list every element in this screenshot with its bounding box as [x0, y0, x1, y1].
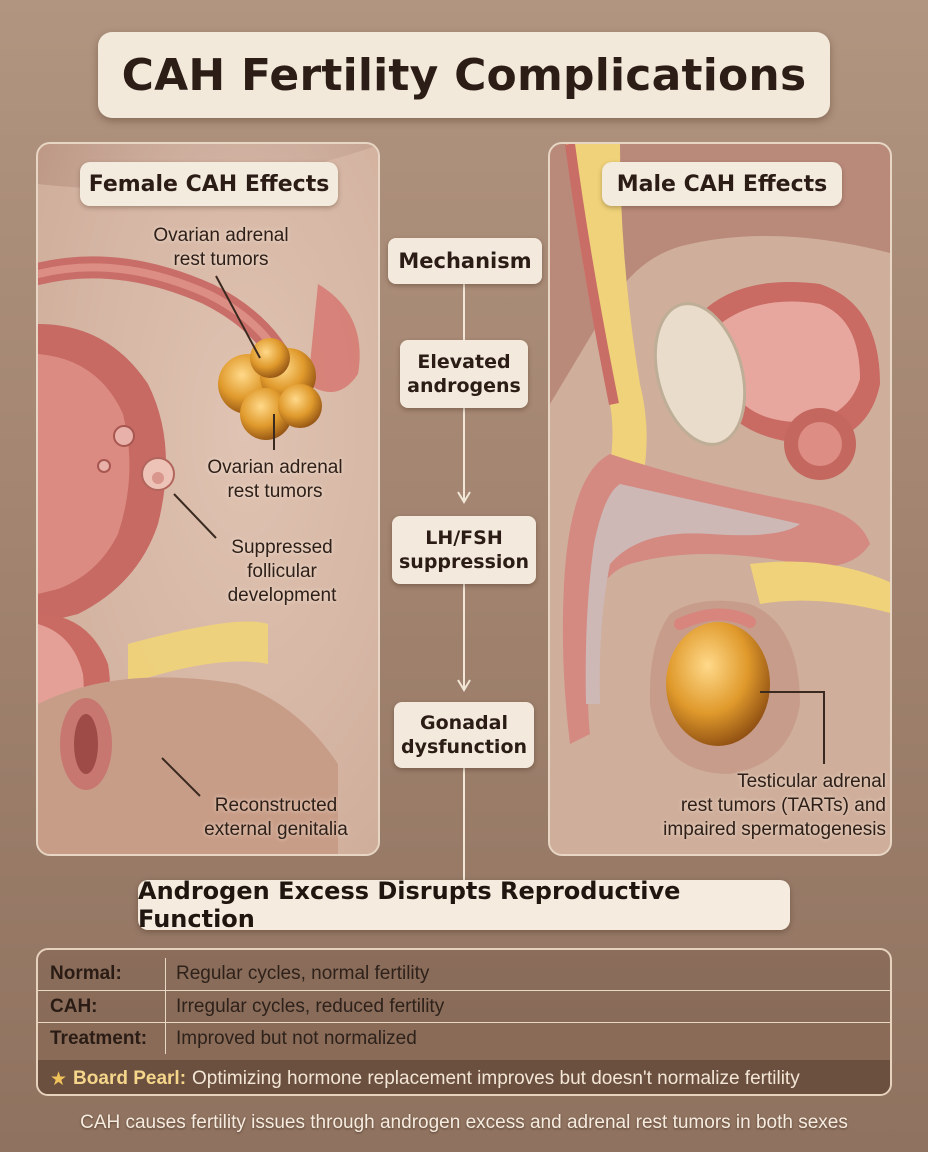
mechanism-header: Mechanism [388, 238, 542, 284]
male-anatomy-illustration [550, 144, 890, 854]
row-key: Normal: [38, 958, 166, 990]
female-anatomy-illustration [38, 144, 378, 854]
row-value: Improved but not normalized [176, 1027, 417, 1049]
summary-banner: Androgen Excess Disrupts Reproductive Fu… [138, 877, 790, 933]
row-value: Irregular cycles, reduced fertility [176, 995, 445, 1017]
table-row: CAH: Irregular cycles, reduced fertility [38, 990, 890, 1022]
title-box: CAH Fertility Complications [98, 32, 830, 118]
board-pearl: ★ Board Pearl: Optimizing hormone replac… [38, 1060, 890, 1094]
table-row: Treatment: Improved but not normalized [38, 1022, 890, 1054]
testicular-tumor [666, 622, 770, 746]
bottom-caption: CAH causes fertility issues through andr… [80, 1112, 848, 1133]
ovarian-tumor [218, 338, 322, 440]
page-title: CAH Fertility Complications [121, 49, 807, 101]
star-icon: ★ [50, 1068, 68, 1090]
comparison-table: Normal: Regular cycles, normal fertility… [36, 948, 892, 1096]
row-key: Treatment: [38, 1023, 166, 1054]
row-key: CAH: [38, 991, 166, 1022]
row-value: Regular cycles, normal fertility [176, 963, 430, 984]
female-panel-label: Female CAH Effects [80, 162, 338, 206]
table-row: Normal: Regular cycles, normal fertility [38, 958, 890, 990]
male-panel-label: Male CAH Effects [602, 162, 842, 206]
pearl-label: Board Pearl: [73, 1068, 187, 1089]
pearl-text: Optimizing hormone replacement improves … [192, 1068, 800, 1089]
